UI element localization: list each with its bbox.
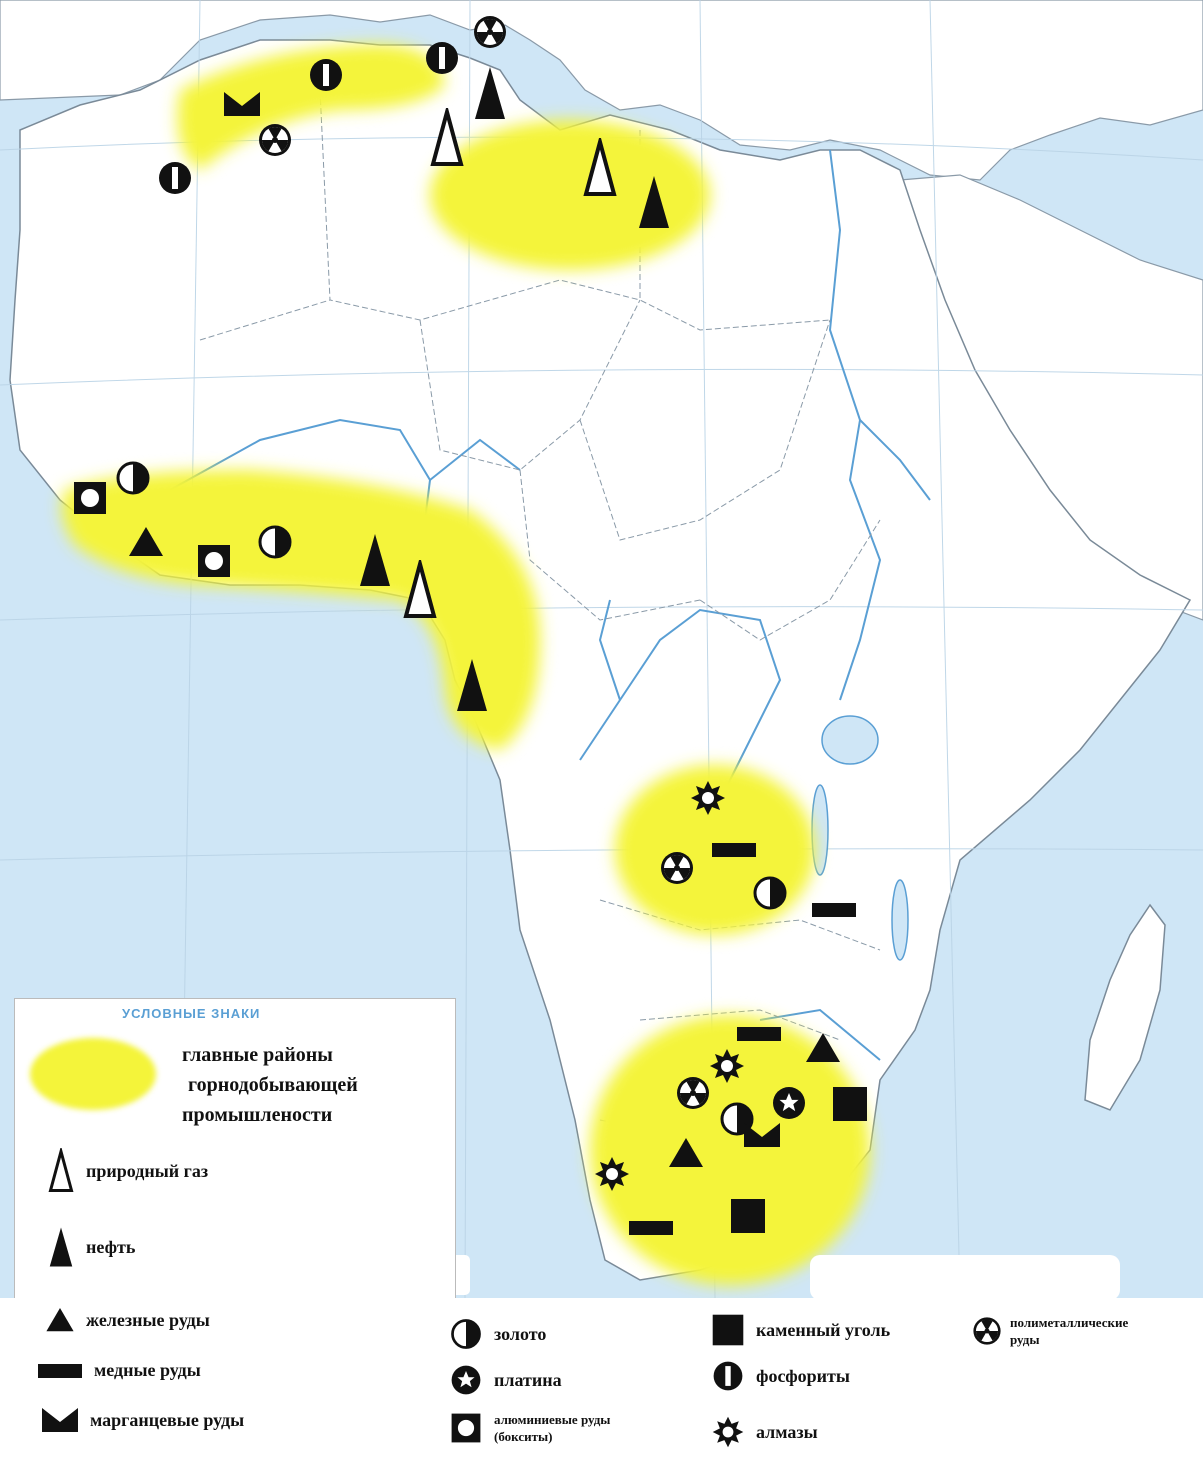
legend-item-gas: природный газ [46,1148,208,1194]
legend-bottom-area [0,1298,1203,1461]
europe-landmass [0,0,1203,181]
marker-gold [753,876,787,910]
legend-label: железные руды [86,1309,210,1330]
platinum-icon [451,1365,481,1395]
legend-item-iron: железные руды [44,1304,210,1336]
legend-label: платина [494,1369,562,1390]
marker-coal [833,1087,867,1121]
legend-label-line: алюминиевые руды [494,1412,611,1427]
legend-item-manganese: марганцевые руды [40,1404,244,1436]
marker-polymetallic [259,124,291,156]
legend-item-polymetallic: полиметаллические руды [970,1314,1128,1348]
marker-phosphorite [159,162,191,194]
legend-item-oil: нефть [46,1224,135,1270]
bauxite-icon [451,1413,481,1443]
marker-platinum [773,1087,805,1119]
legend-label-line: (бокситы) [494,1429,553,1444]
phosphorite-icon [713,1361,743,1391]
marker-copper [712,843,756,857]
legend-label-line: полиметаллические [1010,1315,1129,1330]
legend-item-diamond: алмазы [710,1414,818,1450]
marker-copper [812,903,856,917]
mining-region-libya [430,120,710,270]
legend-label: полиметаллические руды [1010,1314,1128,1348]
oil-icon [49,1227,73,1267]
marker-polymetallic [661,852,693,884]
marker-diamond [710,1049,744,1083]
country-borders [199,89,881,1141]
legend-title: УСЛОВНЫЕ ЗНАКИ [122,1006,261,1021]
mining-region-swatch [30,1038,156,1110]
manganese-ore-icon [42,1408,78,1432]
legend-item-platinum: платина [448,1362,562,1398]
marker-polymetallic [474,16,506,48]
legend-label: фосфориты [756,1365,850,1386]
marker-bauxite [198,545,230,577]
legend-label: золото [494,1323,547,1344]
iron-ore-icon [46,1308,74,1332]
marker-copper [737,1027,781,1041]
legend-label: каменный уголь [756,1319,891,1340]
label-patch [810,1255,1120,1300]
legend-item-phosphorite: фосфориты [710,1358,850,1394]
lake-malawi [891,879,909,961]
legend-item-coal: каменный уголь [710,1312,890,1348]
marker-coal [731,1199,765,1233]
marker-gold [116,461,150,495]
gold-icon [451,1319,481,1349]
marker-polymetallic [677,1077,709,1109]
legend-label-line: руды [1010,1332,1040,1347]
lake-victoria [821,715,879,765]
legend-item-gold: золото [448,1316,546,1352]
mining-region-label-line: главные районы [182,1044,333,1066]
mining-regions [61,44,870,1285]
marker-diamond [691,781,725,815]
legend-label: нефть [86,1236,136,1257]
legend-label: медные руды [94,1360,201,1380]
legend-label: алмазы [756,1421,818,1442]
legend-item-copper: медные руды [36,1360,201,1381]
legend-label: марганцевые руды [90,1409,245,1430]
madagascar [1084,903,1166,1111]
marker-gold [258,525,292,559]
diamond-icon [712,1416,744,1448]
copper-ore-icon [38,1363,82,1378]
legend-label: природный газ [86,1160,209,1181]
legend-label: алюминиевые руды (бокситы) [494,1411,610,1445]
marker-bauxite [74,482,106,514]
coal-icon [712,1314,744,1346]
gas-icon [48,1149,74,1193]
mining-region-south [590,1015,870,1285]
mining-region-west [61,470,541,750]
marker-diamond [595,1157,629,1191]
lake-tanganyika [811,784,829,876]
marker-phosphorite [310,59,342,91]
polymetallic-icon [973,1317,1001,1345]
mining-region-label: главные районы горнодобывающей промышлен… [182,1040,432,1130]
mining-region-label-line: горнодобывающей [188,1074,358,1096]
mining-region-north [177,44,445,170]
marker-copper [629,1221,673,1235]
mining-region-label-line: промышлености [182,1104,333,1126]
legend-item-bauxite: алюминиевые руды (бокситы) [448,1410,610,1446]
marker-phosphorite [426,42,458,74]
